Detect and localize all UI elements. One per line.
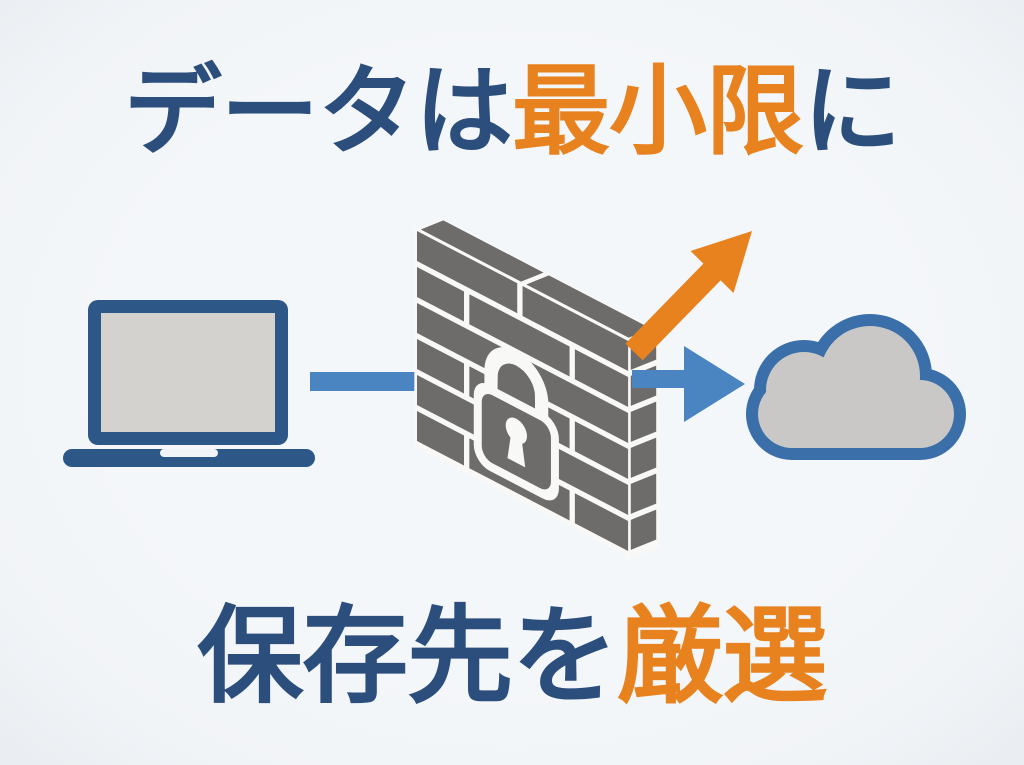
padlock-shackle-hole <box>497 363 535 413</box>
blue-right-arrow-icon <box>632 346 745 422</box>
laptop-screen <box>101 313 275 432</box>
data-flow-arrowhead <box>684 346 745 422</box>
data-flow-shaft-left <box>310 372 418 391</box>
brick <box>574 493 629 551</box>
brick <box>628 401 657 443</box>
top-headline-prefix: データは <box>123 56 513 166</box>
brick <box>628 509 657 551</box>
brick <box>417 231 518 314</box>
data-flow-shaft-right <box>632 370 686 388</box>
cloud-body-fill <box>758 380 954 448</box>
cloud-icon <box>746 314 966 460</box>
bottom-headline-prefix: 保存先を <box>197 598 618 716</box>
laptop-base-notch <box>160 449 218 457</box>
bottom-headline-highlight: 厳選 <box>616 598 828 716</box>
orange-diagonal-arrow-icon <box>625 231 752 361</box>
wall-top-face <box>414 218 659 343</box>
brick <box>417 411 465 466</box>
laptop-icon <box>63 300 315 467</box>
bottom-headline: 保存先を厳選 <box>0 604 1024 710</box>
top-headline: データは最小限に <box>0 62 1024 160</box>
brick <box>574 349 629 407</box>
brick <box>628 437 657 479</box>
padlock-icon <box>473 347 559 501</box>
padlock-keyhole-stem <box>507 433 526 468</box>
top-headline-highlight: 最小限 <box>512 56 804 166</box>
brick <box>420 220 544 282</box>
brick <box>417 267 465 322</box>
brick <box>628 473 657 515</box>
top-headline-suffix: に <box>803 56 901 166</box>
wall-front-face <box>414 226 631 559</box>
laptop-base <box>63 449 315 467</box>
wall-side-face <box>626 325 660 561</box>
brick <box>522 357 629 443</box>
brick <box>417 339 465 394</box>
firewall-brick-wall-icon <box>414 218 660 561</box>
brick <box>522 285 629 371</box>
padlock-shackle <box>484 347 549 422</box>
brick <box>574 421 629 479</box>
brick <box>469 294 570 377</box>
brick <box>526 275 655 340</box>
